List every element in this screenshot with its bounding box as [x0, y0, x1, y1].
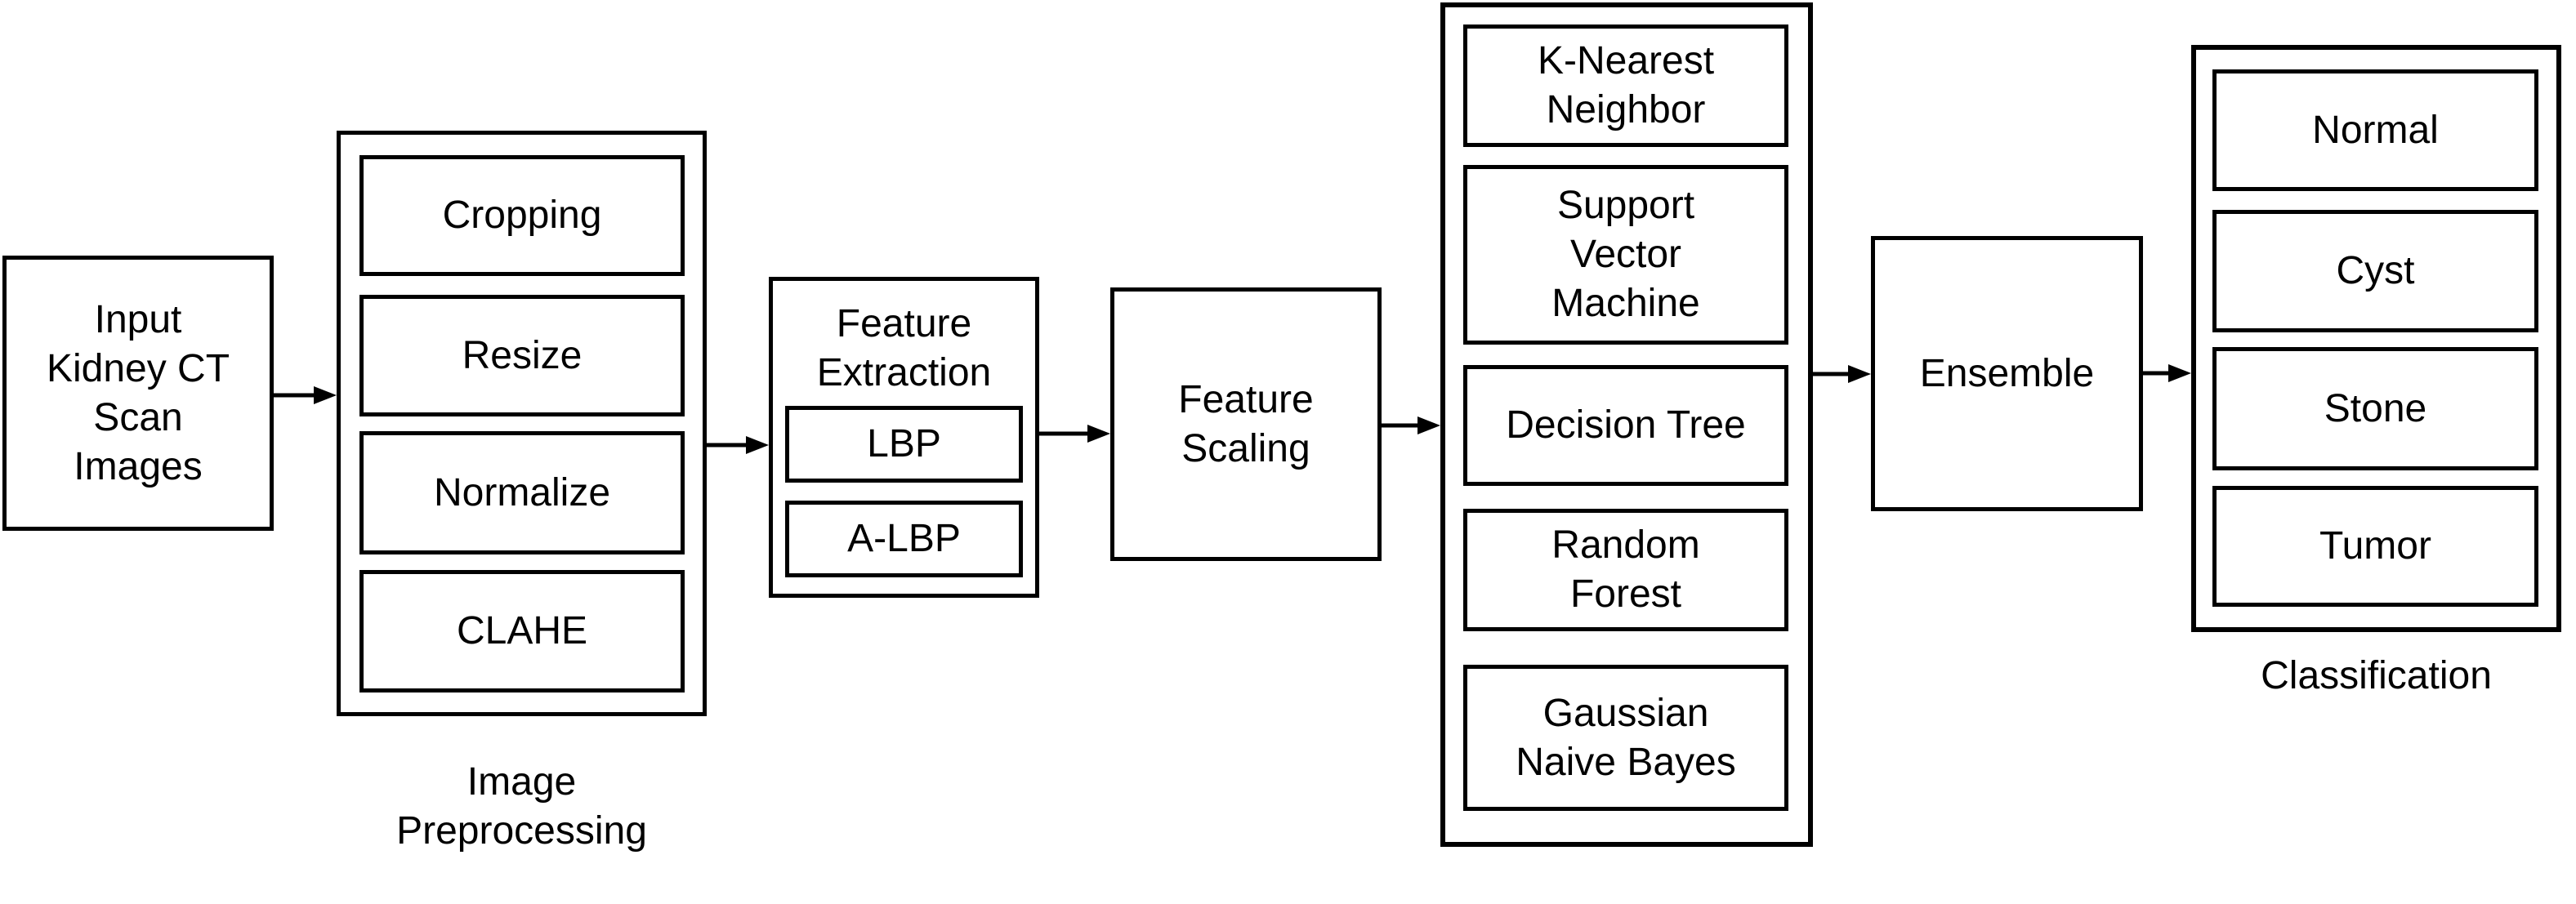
clahe-box: CLAHE — [359, 570, 685, 692]
arrow-feature-scaling-to-classifiers — [1382, 416, 1440, 434]
stone-box: Stone — [2212, 347, 2538, 470]
feature-extraction-title: Feature Extraction — [816, 302, 992, 394]
classification-group: Normal Cyst Stone Tumor — [2191, 45, 2561, 632]
normal-box: Normal — [2212, 69, 2538, 191]
support-vector-machine-box: Support Vector Machine — [1463, 165, 1788, 345]
arrow-classifiers-to-ensemble — [1813, 365, 1871, 383]
arrow-ensemble-to-classification — [2143, 364, 2191, 382]
gaussian-naive-bayes-box: Gaussian Naive Bayes — [1463, 665, 1788, 811]
random-forest-box: Random Forest — [1463, 509, 1788, 631]
cropping-box: Cropping — [359, 155, 685, 276]
feature-scaling-box: Feature Scaling — [1110, 287, 1382, 561]
k-nearest-neighbor-box: K-Nearest Neighbor — [1463, 24, 1788, 147]
resize-box: Resize — [359, 295, 685, 416]
decision-tree-box: Decision Tree — [1463, 365, 1788, 486]
a-lbp-box: A-LBP — [785, 501, 1023, 577]
cyst-box: Cyst — [2212, 210, 2538, 332]
arrow-feature-extraction-to-feature-scaling — [1039, 425, 1110, 443]
arrow-preprocessing-to-feature-extraction — [707, 436, 769, 454]
tumor-box: Tumor — [2212, 486, 2538, 607]
ensemble-box: Ensemble — [1871, 236, 2143, 511]
arrow-input-to-preprocessing — [274, 386, 337, 404]
normalize-box: Normalize — [359, 431, 685, 554]
classification-caption: Classification — [2261, 654, 2492, 697]
image-preprocessing-group: Cropping Resize Normalize CLAHE — [337, 131, 707, 716]
classifiers-group: K-Nearest Neighbor Support Vector Machin… — [1440, 2, 1813, 847]
feature-extraction-group: Feature Extraction LBP A-LBP — [769, 277, 1039, 598]
lbp-box: LBP — [785, 406, 1023, 483]
input-kidney-ct-scan-images-box: Input Kidney CT Scan Images — [2, 256, 274, 531]
image-preprocessing-caption: Image Preprocessing — [396, 760, 647, 853]
